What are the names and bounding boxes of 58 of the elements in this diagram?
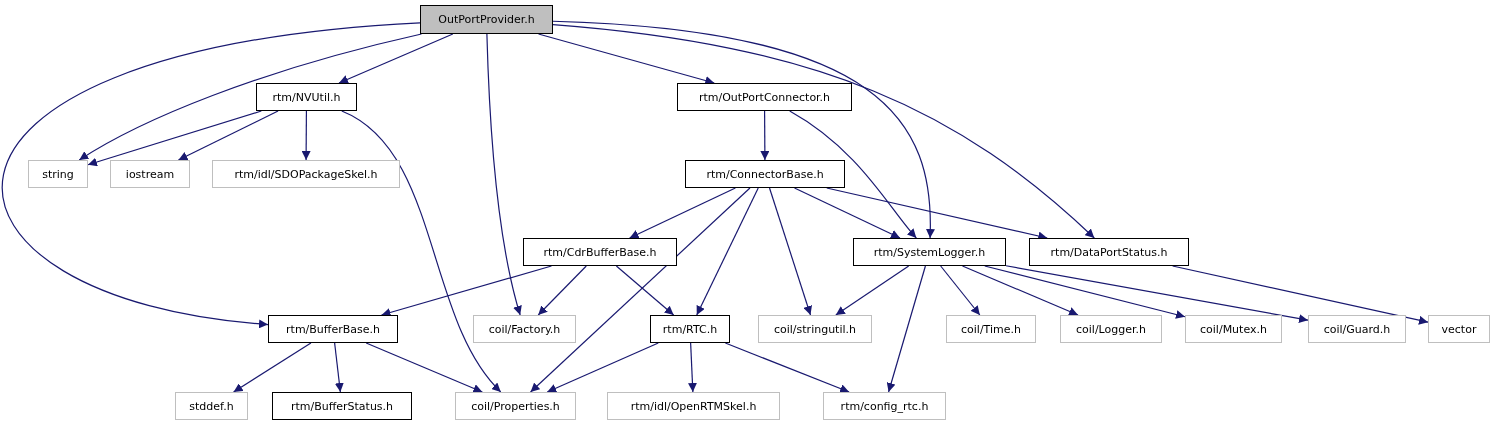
arrow bbox=[552, 20, 935, 239]
arrow bbox=[940, 265, 981, 316]
arrow bbox=[793, 187, 901, 239]
file-node: coil/Mutex.h bbox=[1185, 315, 1282, 343]
arrow bbox=[338, 33, 454, 84]
arrow bbox=[2, 22, 421, 328]
file-node: iostream bbox=[110, 160, 190, 188]
file-node: coil/stringutil.h bbox=[758, 315, 872, 343]
arrow bbox=[380, 265, 553, 317]
arrow bbox=[984, 265, 1186, 319]
file-node: rtm/BufferStatus.h bbox=[272, 392, 412, 420]
file-node: rtm/RTC.h bbox=[650, 315, 730, 343]
arrow bbox=[760, 110, 770, 161]
arrow bbox=[886, 265, 926, 393]
arrow bbox=[768, 187, 812, 316]
arrow bbox=[1172, 265, 1429, 325]
file-node: rtm/config_rtc.h bbox=[823, 392, 946, 420]
arrow bbox=[341, 110, 502, 393]
file-node: rtm/DataPortStatus.h bbox=[1029, 238, 1189, 266]
arrow bbox=[87, 110, 262, 167]
arrow bbox=[696, 187, 759, 316]
arrow bbox=[1005, 265, 1309, 323]
file-node: rtm/BufferBase.h bbox=[268, 315, 398, 343]
file-node: rtm/CdrBufferBase.h bbox=[523, 238, 677, 266]
arrow bbox=[724, 342, 850, 393]
file-node: coil/Properties.h bbox=[455, 392, 576, 420]
file-node: coil/Time.h bbox=[946, 315, 1036, 343]
arrow bbox=[334, 342, 344, 393]
file-node: coil/Guard.h bbox=[1308, 315, 1406, 343]
arrow bbox=[177, 110, 279, 161]
arrow bbox=[687, 342, 697, 393]
file-node: vector bbox=[1428, 315, 1490, 343]
arrow bbox=[789, 110, 917, 239]
file-node: coil/Logger.h bbox=[1060, 315, 1162, 343]
file-node: string bbox=[28, 160, 88, 188]
arrow bbox=[546, 342, 659, 393]
arrow bbox=[301, 110, 311, 161]
arrow bbox=[629, 187, 736, 239]
file-node: rtm/ConnectorBase.h bbox=[685, 160, 845, 188]
file-node: stddef.h bbox=[175, 392, 248, 420]
arrow bbox=[835, 265, 910, 316]
arrow bbox=[529, 187, 751, 393]
file-node: rtm/OutPortConnector.h bbox=[677, 83, 852, 111]
arrow bbox=[486, 33, 522, 316]
file-node: rtm/idl/SDOPackageSkel.h bbox=[212, 160, 400, 188]
file-node: OutPortProvider.h bbox=[420, 5, 553, 34]
file-node: rtm/idl/OpenRTMSkel.h bbox=[607, 392, 780, 420]
arrow bbox=[537, 265, 587, 316]
arrow bbox=[537, 33, 715, 85]
file-node: coil/Factory.h bbox=[473, 315, 576, 343]
arrow bbox=[78, 33, 423, 161]
arrow bbox=[233, 342, 312, 393]
arrow bbox=[365, 342, 483, 393]
file-node: rtm/SystemLogger.h bbox=[853, 238, 1006, 266]
arrow bbox=[552, 23, 1095, 239]
file-node: rtm/NVUtil.h bbox=[256, 83, 357, 111]
arrow bbox=[615, 265, 675, 316]
arrow bbox=[961, 265, 1079, 316]
